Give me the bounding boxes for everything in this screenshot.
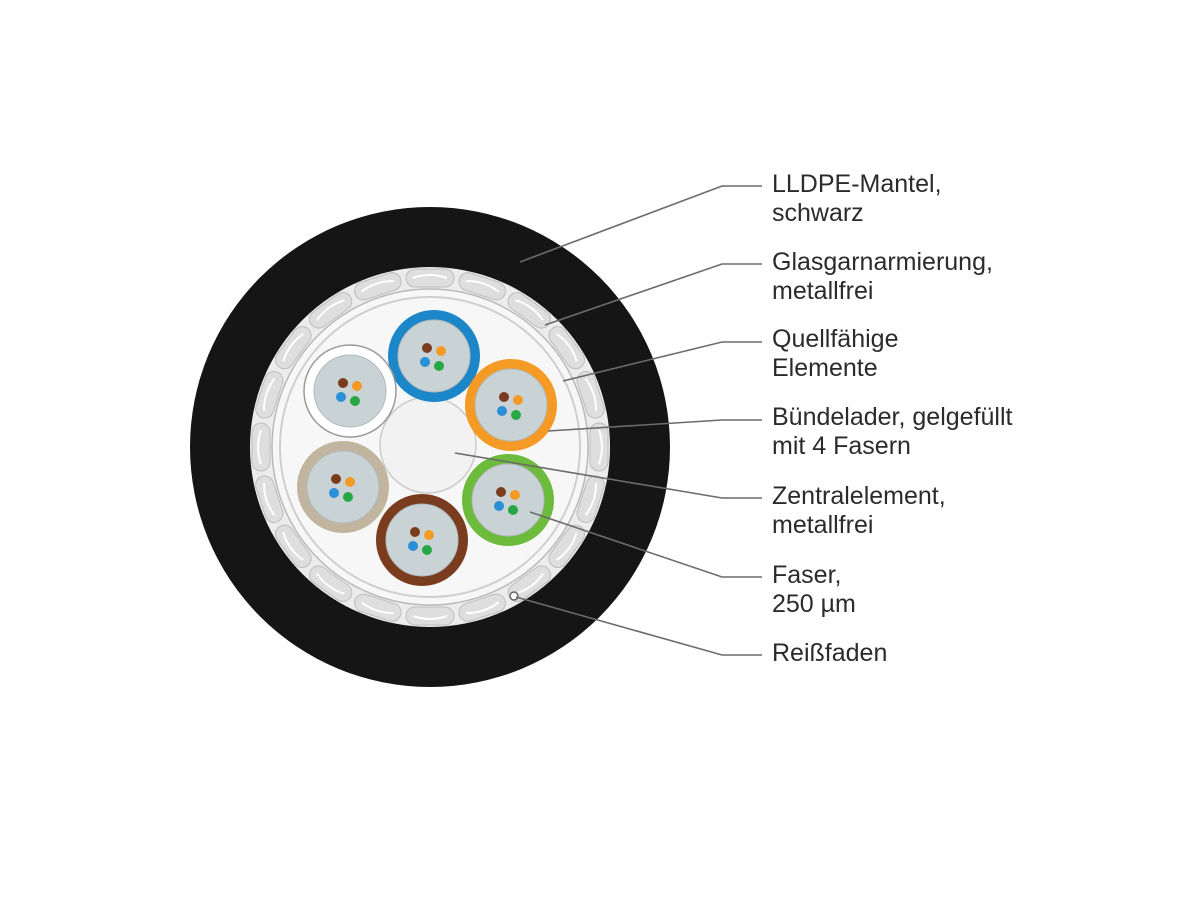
label-central: Zentralelement, metallfrei [772,482,946,540]
yarn-bundle [576,371,605,419]
fiber [422,343,432,353]
fiber [329,488,339,498]
yarn-bundle [255,371,284,419]
fiber [410,527,420,537]
buffer-tube [303,344,397,438]
buffer-tube [297,441,389,533]
label-jacket: LLDPE-Mantel, schwarz [772,170,942,228]
label-tube: Bündelader, gelgefüllt mit 4 Fasern [772,403,1012,461]
fiber [336,392,346,402]
fiber [420,357,430,367]
yarn-bundle [309,565,353,603]
fiber [497,406,507,416]
fiber [352,381,362,391]
yarn-bundle [274,524,312,568]
fiber [338,378,348,388]
fiber [343,492,353,502]
fiber [331,474,341,484]
label-armoring-line2: metallfrei [772,277,874,305]
yarn-bundle [548,524,586,568]
yarn-bundle [576,475,605,523]
fiber [422,545,432,555]
label-central-line2: metallfrei [772,511,874,539]
label-swelling: Quellfähige Elemente [772,325,898,383]
central-element [379,396,477,494]
yarn-bundle [251,422,271,472]
fiber [434,361,444,371]
yarn-bundle [309,291,353,329]
label-fiber-line2: 250 µm [772,590,856,618]
buffer-tube [388,310,480,402]
label-jacket-line2: schwarz [772,199,864,227]
fiber [513,395,523,405]
fiber [510,490,520,500]
leader-line [519,185,762,263]
label-ripcord: Reißfaden [772,639,887,668]
armoring-yarns [251,268,609,626]
yarn-bundle [255,475,284,523]
leader-line [544,263,762,326]
leader-line [515,596,762,656]
yarn-bundle [507,291,551,329]
fiber [499,392,509,402]
yarn-bundle [458,593,506,622]
fiber [408,541,418,551]
label-tube-line2: mit 4 Fasern [772,432,911,460]
leader-line [547,419,762,432]
yarn-bundle [405,268,455,288]
fiber [496,487,506,497]
label-fiber: Faser, 250 µm [772,561,856,619]
buffer-tube [462,454,554,546]
buffer-tubes [297,310,557,586]
yarn-bundle [274,326,312,370]
fiber [350,396,360,406]
label-tube-line1: Bündelader, gelgefüllt [772,403,1013,431]
buffer-tube [376,494,468,586]
label-fiber-line1: Faser, [772,561,842,589]
buffer-tube [465,359,557,451]
fiber [436,346,446,356]
leader-line [529,511,762,578]
yarn-bundle [589,422,609,472]
leader-line [454,452,762,499]
yarn-bundle [458,272,506,301]
fiber [508,505,518,515]
fiber [345,477,355,487]
label-swelling-line2: Elemente [772,354,878,382]
label-armoring-line1: Glasgarnarmierung, [772,248,993,276]
ripcord [509,591,519,601]
yarn-bundle [548,326,586,370]
label-ripcord-line1: Reißfaden [772,639,888,667]
label-armoring: Glasgarnarmierung, metallfrei [772,248,993,306]
label-swelling-line1: Quellfähige [772,325,899,353]
yarn-bundle [405,606,455,626]
fiber [511,410,521,420]
label-central-line1: Zentralelement, [772,482,946,510]
fiber [494,501,504,511]
fiber [424,530,434,540]
yarn-bundle [354,593,402,622]
swelling-layer [279,296,581,598]
label-jacket-line1: LLDPE-Mantel, [772,170,942,198]
leader-lines [454,185,762,656]
yarn-bundle [354,272,402,301]
leader-line [562,341,762,382]
